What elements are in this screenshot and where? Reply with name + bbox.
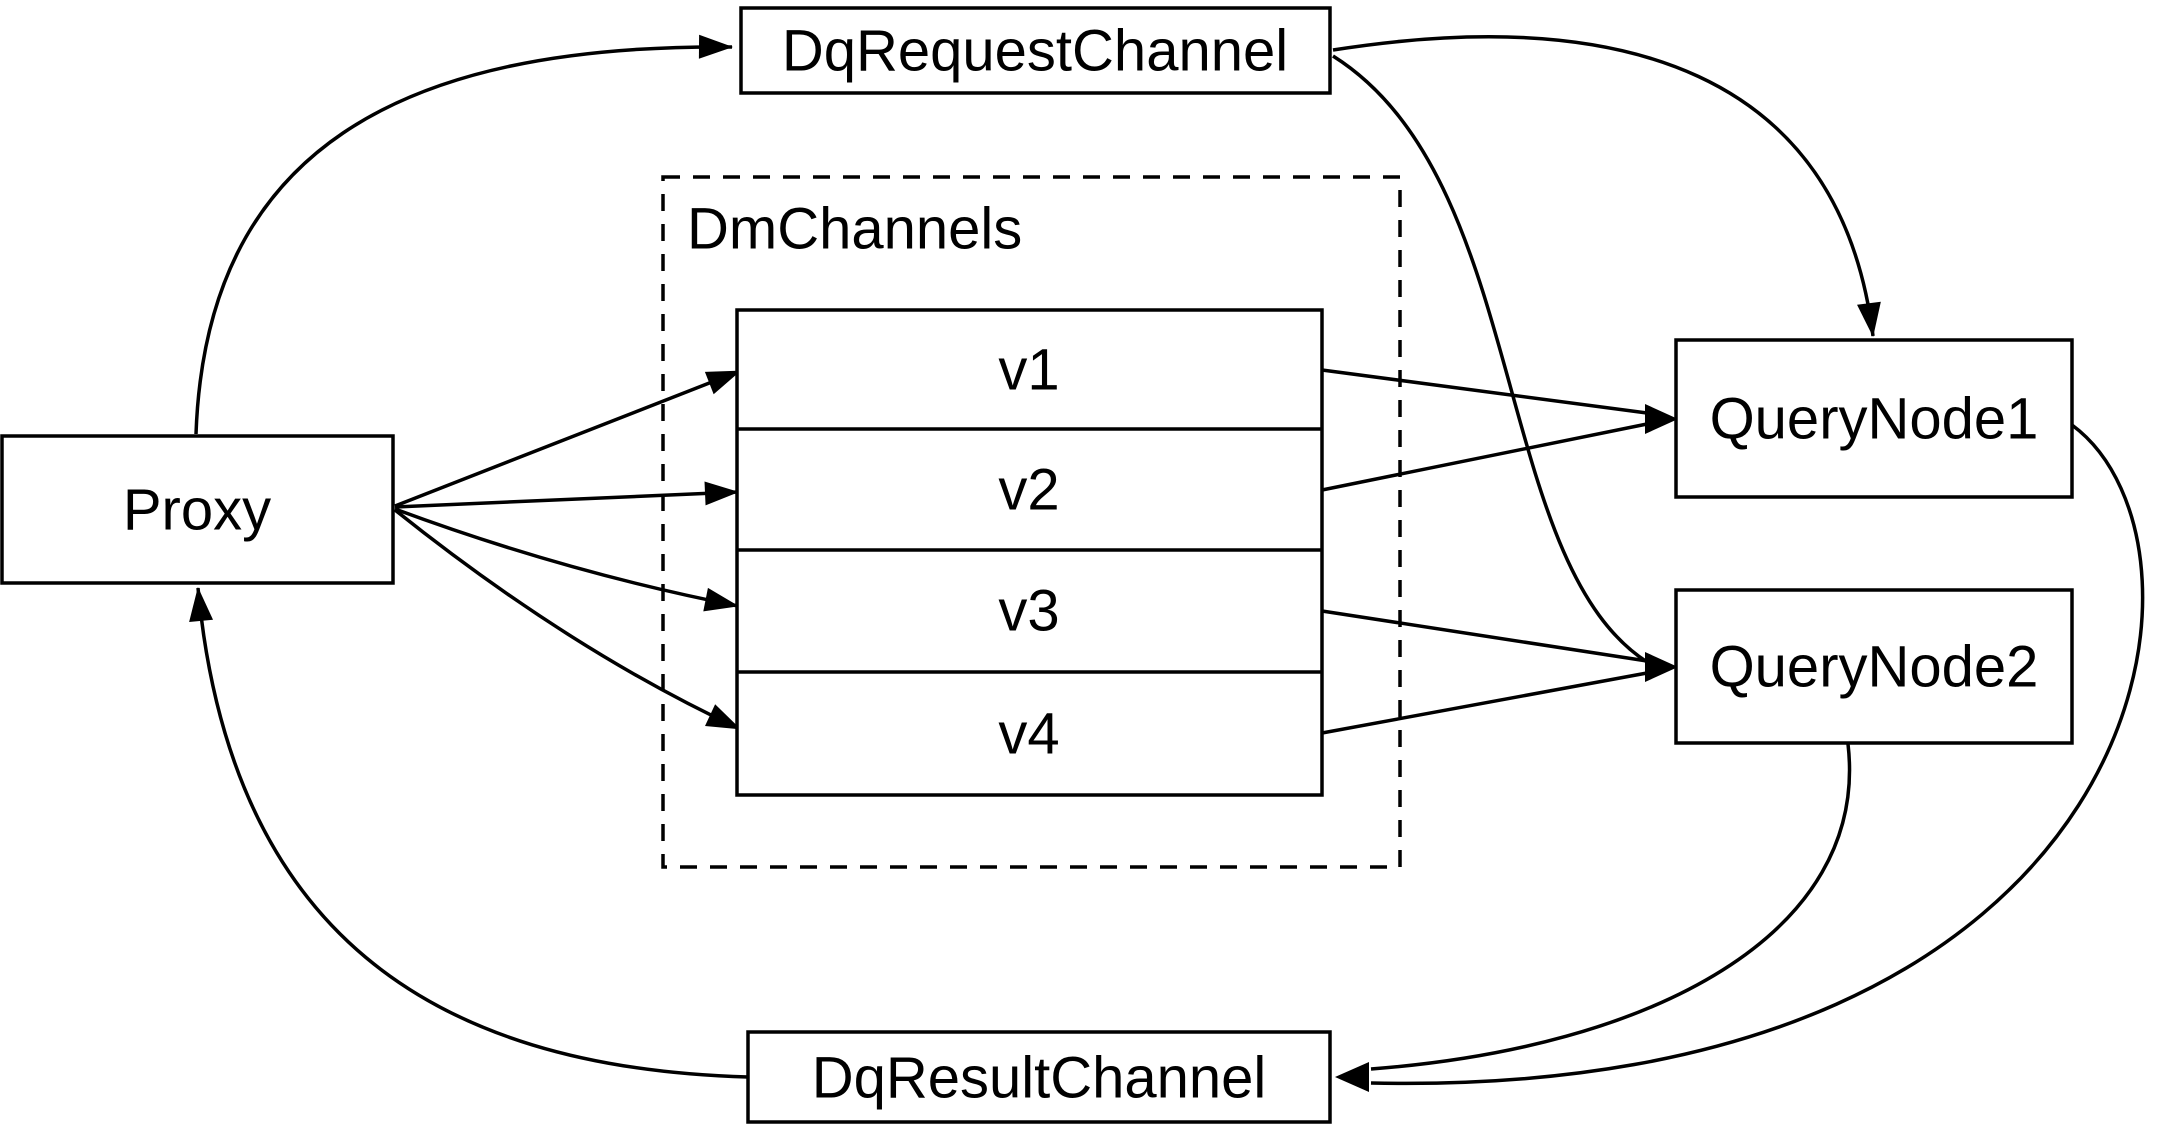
channel-stack-border [735,308,1324,797]
proxy-label: Proxy [123,478,271,543]
edge-proxy-to-v4 [393,508,741,731]
dmchannels-group: DmChannels v1 v2 v3 v4 [661,175,1402,869]
dmchannels-group-label: DmChannels [687,197,1022,262]
edge-v4-to-querynode2 [1321,671,1648,735]
dqrequestchannel-box [739,6,1332,95]
channel-row-v2-label: v2 [998,458,1059,523]
dmchannels-dashed-border [661,175,1402,869]
querynode2-node: QueryNode2 [1674,588,2074,745]
channel-row-v1-label: v1 [998,338,1059,403]
edge-proxy-to-v3 [394,507,739,612]
edge-querynode1-to-dqresultchannel [1370,423,2145,1085]
proxy-box [0,434,395,585]
querynode2-box [1674,588,2074,745]
dqrequestchannel-label: DqRequestChannel [782,19,1288,84]
proxy-node: Proxy [0,434,395,585]
edge-querynode2-to-dqresultchannel [1370,743,1852,1071]
querynode2-label: QueryNode2 [1710,635,2039,700]
arrowhead-into-querynode2-left [1645,652,1678,682]
querynode1-box [1674,338,2074,499]
edge-v2-to-querynode1 [1321,422,1648,492]
dqresultchannel-box [746,1030,1332,1124]
edge-dqrequestchannel-to-querynode2 [1332,54,1648,664]
dqresultchannel-label: DqResultChannel [812,1046,1267,1111]
querynode1-node: QueryNode1 [1674,338,2074,499]
channel-row-v4-label: v4 [998,702,1059,767]
dqresultchannel-node: DqResultChannel [746,1030,1332,1124]
dqrequestchannel-node: DqRequestChannel [739,6,1332,95]
arrowhead-into-dqresultchannel-right [1335,1062,1369,1092]
edge-proxy-to-v1 [394,369,741,508]
channel-stack: v1 v2 v3 v4 [735,308,1324,797]
edges [189,34,2145,1092]
edge-v1-to-querynode1 [1321,368,1648,415]
channel-row-v3-label: v3 [998,579,1059,644]
arrowhead-into-querynode1-left [1645,404,1678,434]
edge-proxy-to-v2 [394,481,739,509]
edge-dqrequestchannel-to-querynode1 [1332,35,1881,337]
edge-dqresultchannel-to-proxy [189,587,749,1079]
querynode1-label: QueryNode1 [1710,387,2039,452]
edge-v3-to-querynode2 [1321,609,1648,663]
edge-proxy-to-dqrequestchannel [194,34,733,435]
